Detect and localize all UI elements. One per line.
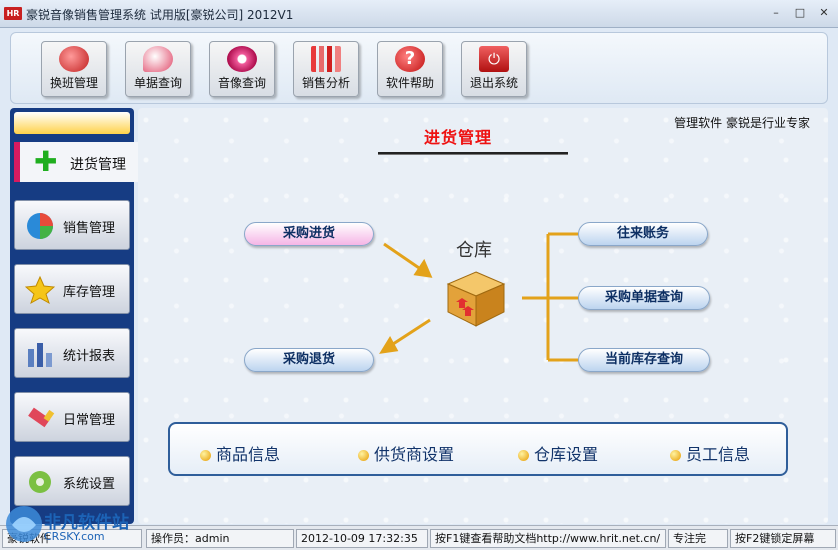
status-operator: 操作员：admin (146, 529, 294, 548)
nav-item-daily-label: 日常管理 (63, 413, 116, 428)
arrows (379, 232, 578, 362)
arrow-head-return (379, 336, 399, 354)
document-query-button[interactable]: 单据查询 (125, 41, 191, 97)
star-icon (25, 275, 55, 305)
plus-icon: ✚ (34, 145, 58, 178)
minimize-button[interactable]: – (773, 6, 779, 19)
power-icon: ⏻ (479, 46, 509, 72)
bullet-icon (200, 450, 211, 461)
title-underline (378, 152, 568, 155)
nav-item-purchase-label: 进货管理 (70, 157, 126, 173)
software-help-button[interactable]: ? 软件帮助 (377, 41, 443, 97)
purchase-return-button[interactable]: 采购退货 (244, 348, 374, 372)
close-button[interactable]: ✕ (819, 6, 829, 19)
nav-item-settings[interactable]: 系统设置 (14, 456, 130, 506)
sales-analysis-label: 销售分析 (301, 76, 350, 90)
bullet-icon (518, 450, 529, 461)
product-info-link[interactable]: 商品信息 (200, 441, 280, 465)
status-lock-hint: 按F2键锁定屏幕 (730, 529, 836, 548)
shift-change-icon (59, 46, 89, 72)
purchase-in-button[interactable]: 采购进货 (244, 222, 374, 246)
nav-item-daily[interactable]: 日常管理 (14, 392, 130, 442)
window-title: 豪锐音像销售管理系统 试用版[豪锐公司] 2012V1 (26, 8, 294, 22)
title-bar: HR 豪锐音像销售管理系统 试用版[豪锐公司] 2012V1 – □ ✕ (0, 0, 838, 28)
nav-item-inventory[interactable]: 库存管理 (14, 264, 130, 314)
current-stock-query-button[interactable]: 当前库存查询 (578, 348, 710, 372)
gear-icon (29, 471, 51, 493)
app-logo-icon: HR (4, 7, 22, 20)
watermark-brand: 非凡软件站 (44, 513, 129, 533)
quick-links-bar: 商品信息 供货商设置 仓库设置 员工信息 (168, 422, 788, 476)
status-note: 专注完 (668, 529, 728, 548)
nav-item-purchase[interactable]: ✚ 进货管理 (14, 142, 140, 182)
nav-item-sales-label: 销售管理 (63, 221, 116, 236)
watermark-logo-icon (6, 506, 42, 542)
purchase-document-query-button[interactable]: 采购单据查询 (578, 286, 710, 310)
employee-info-link[interactable]: 员工信息 (670, 441, 750, 465)
product-info-label: 商品信息 (216, 445, 281, 464)
nav-item-reports-label: 统计报表 (63, 349, 116, 364)
shift-change-button[interactable]: 换班管理 (41, 41, 107, 97)
nav-item-sales[interactable]: 销售管理 (14, 200, 130, 250)
report-icon (28, 343, 52, 367)
shift-change-label: 换班管理 (49, 76, 98, 90)
watermark-site: CRSKY.com (44, 530, 105, 543)
warehouse-settings-link[interactable]: 仓库设置 (518, 441, 598, 465)
exit-system-button[interactable]: ⏻ 退出系统 (461, 41, 527, 97)
magnifier-icon (143, 46, 173, 72)
warehouse-settings-label: 仓库设置 (534, 445, 599, 464)
slogan-text: 管理软件 豪锐是行业专家 (674, 116, 810, 130)
arrow-head-in (413, 258, 433, 278)
exit-system-label: 退出系统 (469, 76, 518, 90)
arrow-purchase-return (389, 318, 431, 348)
left-nav-panel: ✚ 进货管理 销售管理 库存管理 统计报表 日常管理 系统设置 (10, 108, 140, 524)
media-query-label: 音像查询 (217, 76, 266, 90)
employee-info-label: 员工信息 (686, 445, 751, 464)
main-toolbar: 换班管理 单据查询 音像查询 销售分析 ? 软件帮助 ⏻ 退出系统 (10, 32, 828, 104)
maximize-button[interactable]: □ (794, 6, 806, 19)
supplier-settings-label: 供货商设置 (374, 445, 455, 464)
main-content: 管理软件 豪锐是行业专家 进货管理 采购进货 采购退货 往来账务 采购单据查询 … (138, 108, 828, 524)
brush-icon (28, 407, 55, 428)
nav-item-reports[interactable]: 统计报表 (14, 328, 130, 378)
sales-analysis-button[interactable]: 销售分析 (293, 41, 359, 97)
media-query-button[interactable]: 音像查询 (209, 41, 275, 97)
bar-chart-icon (311, 46, 341, 72)
bullet-icon (670, 450, 681, 461)
page-title: 进货管理 (424, 128, 493, 147)
status-help-hint: 按F1键查看帮助文档http://www.hrit.net.cn/ (430, 529, 666, 548)
arrow-purchase-in (383, 242, 423, 272)
document-query-label: 单据查询 (133, 76, 182, 90)
help-icon: ? (395, 46, 425, 72)
warehouse-box-icon (446, 271, 506, 327)
warehouse-label: 仓库 (456, 240, 492, 261)
supplier-settings-link[interactable]: 供货商设置 (358, 441, 454, 465)
nav-item-settings-label: 系统设置 (63, 477, 116, 492)
accounts-button[interactable]: 往来账务 (578, 222, 708, 246)
status-bar: 豪锐软件 操作员：admin 2012-10-09 17:32:35 按F1键查… (0, 525, 838, 550)
bullet-icon (358, 450, 369, 461)
flow-connectors (379, 232, 578, 362)
disc-icon (227, 46, 257, 72)
nav-header-bar (14, 112, 130, 134)
pie-icon (27, 213, 53, 239)
status-datetime: 2012-10-09 17:32:35 (296, 529, 428, 548)
software-help-label: 软件帮助 (385, 76, 434, 90)
nav-item-inventory-label: 库存管理 (63, 285, 116, 300)
